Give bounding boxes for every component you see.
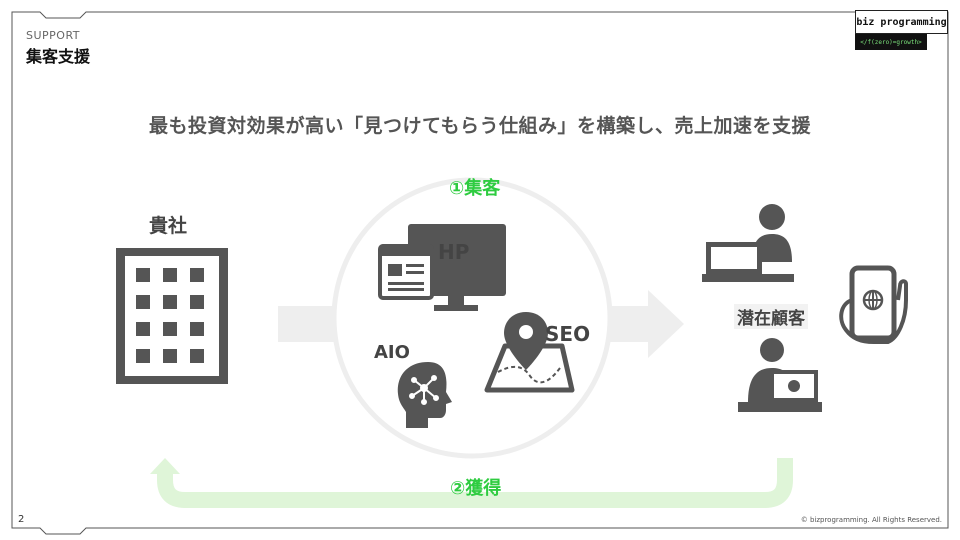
person-laptop-icon [738,338,822,412]
page-number: 2 [18,514,25,525]
ai-head-icon [397,362,452,428]
aio-label: AIO [374,342,410,363]
step-acquisition-label: ①集客 [449,178,501,199]
service-circle [331,177,613,459]
seo-label: SEO [545,322,591,346]
return-arrow [157,458,793,508]
step-conversion-label: ②獲得 [450,478,502,499]
person-laptop-icon [702,204,794,282]
smartphone-icon [839,265,908,344]
customer-label: 潜在顧客 [734,304,808,329]
section-title: 集客支援 [26,47,91,66]
section-label-en: SUPPORT [26,29,81,42]
return-arrow-head [150,458,180,474]
brand-logo-tagline: </f(zero)=growth> [855,34,927,50]
company-label: 貴社 [149,215,188,237]
building-icon [116,248,228,384]
hp-label: HP [438,240,470,264]
brand-logo: biz programming [855,10,948,34]
map-pin-icon [484,312,575,393]
website-icon [378,224,506,311]
headline: 最も投資対効果が高い「見つけてもらう仕組み」を構築し、売上加速を支援 [148,115,812,137]
copyright: © bizprogramming. All Rights Reserved. [800,516,942,524]
